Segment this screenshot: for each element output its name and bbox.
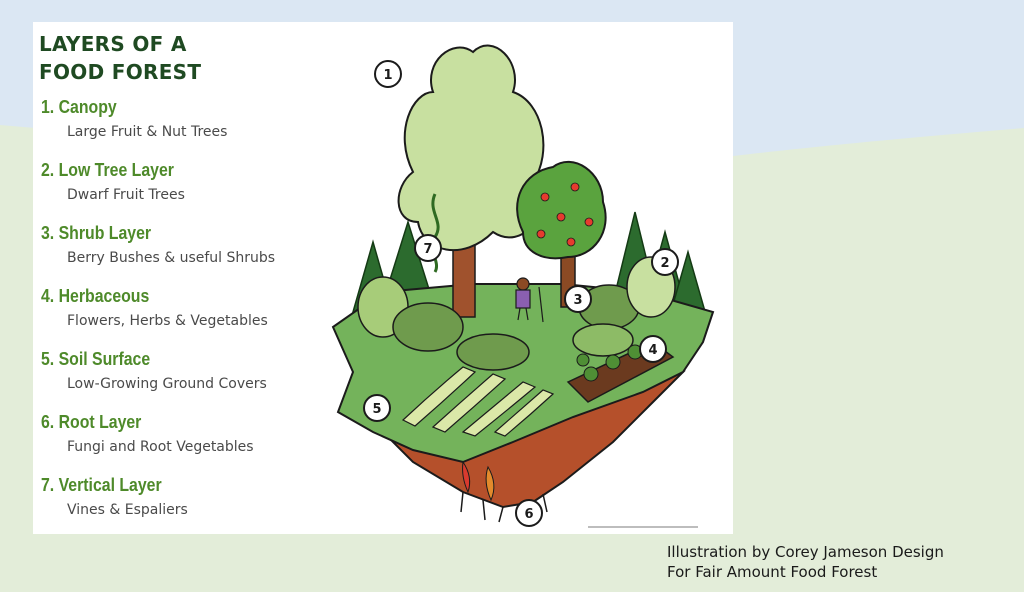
infographic-title: LAYERS OF A FOOD FOREST: [39, 30, 201, 86]
svg-text:7: 7: [423, 242, 432, 257]
food-forest-illustration: 1 2 3 4 5 6 7: [331, 44, 715, 528]
layer-description: Low-Growing Ground Covers: [67, 376, 267, 392]
title-line-2: FOOD FOREST: [39, 60, 202, 84]
layer-name: 2. Low Tree Layer: [41, 160, 174, 180]
illustration-credit: Illustration by Corey Jameson Design For…: [667, 542, 944, 582]
svg-text:1: 1: [383, 68, 392, 83]
layer-number-marker: 3: [564, 285, 592, 313]
layer-description: Berry Bushes & useful Shrubs: [67, 250, 276, 266]
layer-item-low-tree: 2. Low Tree Layer Dwarf Fruit Trees: [41, 159, 331, 222]
root-tendrils: [460, 491, 548, 523]
layer-description: Flowers, Herbs & Vegetables: [67, 313, 268, 329]
apples: [536, 182, 594, 247]
svg-text:2: 2: [660, 256, 669, 271]
layer-item-herbaceous: 4. Herbaceous Flowers, Herbs & Vegetable…: [41, 285, 331, 348]
layer-item-root: 6. Root Layer Fungi and Root Vegetables: [41, 411, 331, 474]
layer-item-soil-surface: 5. Soil Surface Low-Growing Ground Cover…: [41, 348, 331, 411]
layer-number-marker: 5: [363, 394, 391, 422]
layer-name: 4. Herbaceous: [41, 286, 150, 306]
layer-name: 7. Vertical Layer: [41, 475, 162, 495]
layer-item-shrub: 3. Shrub Layer Berry Bushes & useful Shr…: [41, 222, 331, 285]
svg-text:5: 5: [372, 402, 381, 417]
layer-name: 3. Shrub Layer: [41, 223, 152, 243]
layer-number-marker: 6: [515, 499, 543, 527]
layer-item-canopy: 1. Canopy Large Fruit & Nut Trees: [41, 96, 331, 159]
layer-number-marker: 2: [651, 248, 679, 276]
layer-description: Large Fruit & Nut Trees: [67, 124, 228, 140]
layer-description: Dwarf Fruit Trees: [67, 187, 185, 203]
root-vegetable: [462, 460, 471, 494]
apple-tree-crown: [516, 161, 607, 260]
root-vegetable: [485, 465, 495, 502]
layer-description: Fungi and Root Vegetables: [67, 439, 254, 455]
layer-list: 1. Canopy Large Fruit & Nut Trees 2. Low…: [41, 96, 331, 534]
layer-number-marker: 7: [414, 234, 442, 262]
ground-cover-rows: [401, 366, 555, 437]
infographic-panel: LAYERS OF A FOOD FOREST 1. Canopy Large …: [33, 22, 733, 534]
gardener-figure: [515, 277, 544, 323]
svg-text:3: 3: [573, 293, 582, 308]
layer-number-marker: 4: [639, 335, 667, 363]
svg-text:6: 6: [524, 507, 533, 522]
layer-item-vertical: 7. Vertical Layer Vines & Espaliers: [41, 474, 331, 534]
title-line-1: LAYERS OF A: [39, 32, 187, 56]
layer-name: 1. Canopy: [41, 97, 117, 117]
layer-name: 6. Root Layer: [41, 412, 142, 432]
layer-name: 5. Soil Surface: [41, 349, 151, 369]
credit-line-2: For Fair Amount Food Forest: [667, 563, 878, 581]
shrubs: [357, 256, 676, 371]
layer-number-marker: 1: [374, 60, 402, 88]
layer-description: Vines & Espaliers: [67, 502, 188, 518]
credit-line-1: Illustration by Corey Jameson Design: [667, 543, 944, 561]
herbs: [576, 344, 643, 382]
svg-text:4: 4: [648, 343, 657, 358]
